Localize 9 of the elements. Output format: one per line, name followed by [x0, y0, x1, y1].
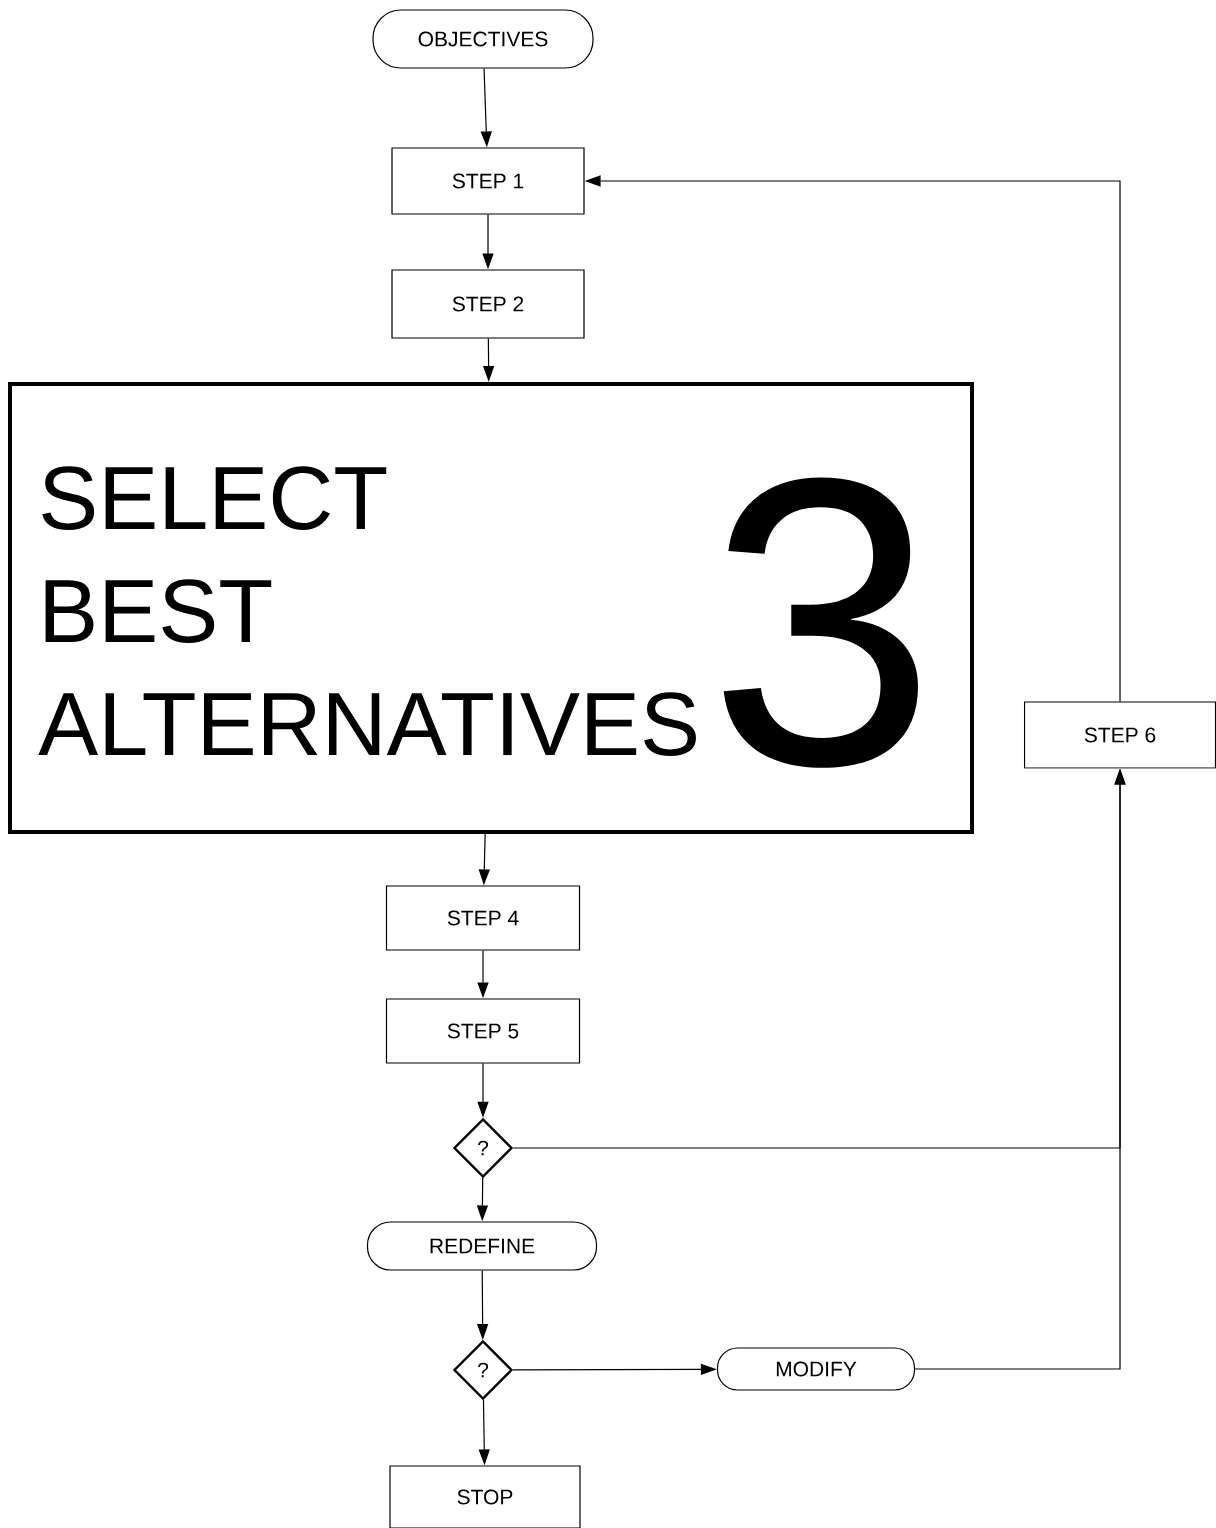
- process-box: STEP 2: [391, 269, 585, 339]
- terminal-box: REDEFINE: [366, 1221, 598, 1271]
- process-box: STEP 4: [385, 885, 581, 951]
- process-box: STEP 5: [385, 998, 581, 1064]
- terminal-box: OBJECTIVES: [372, 9, 594, 69]
- terminal-box: MODIFY: [716, 1347, 916, 1391]
- process-box: STOP: [389, 1465, 581, 1528]
- process-box: STEP 6: [1023, 701, 1216, 769]
- process-box: STEP 1: [391, 147, 585, 215]
